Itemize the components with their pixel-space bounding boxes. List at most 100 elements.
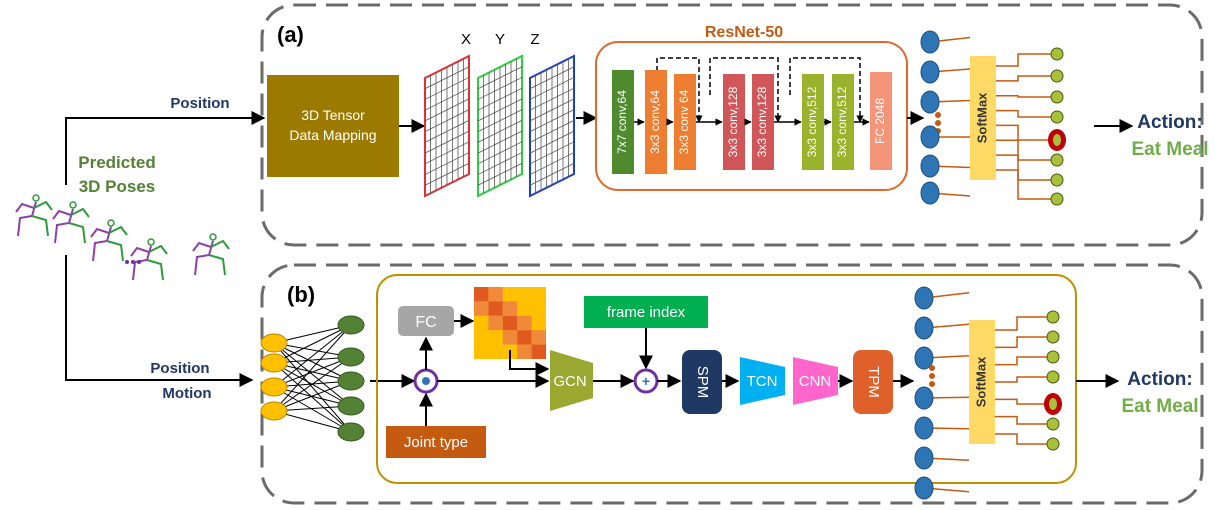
matrix-offdiag-cell bbox=[502, 301, 518, 316]
class-output-node bbox=[1046, 417, 1060, 431]
mlp-edge bbox=[273, 410, 352, 433]
resnet-layer-label-2: 3x3 conv,64 bbox=[648, 90, 662, 154]
softmax-block bbox=[970, 56, 996, 180]
pose-arm bbox=[33, 200, 53, 211]
classifier-hidden-node bbox=[914, 476, 934, 500]
grid-x-hline bbox=[424, 152, 470, 175]
panel-a-action-label: Action: bbox=[1137, 112, 1202, 133]
mlp-edge bbox=[273, 362, 352, 433]
classifier-ellipsis-dot bbox=[929, 381, 935, 387]
panel-a-input-label: Position bbox=[170, 95, 229, 112]
predicted-class-core bbox=[1053, 134, 1061, 146]
skip-connection-2 bbox=[709, 57, 782, 123]
classifier-out-edge bbox=[996, 124, 1057, 141]
classifier-out-edge bbox=[995, 376, 1053, 383]
axis-z-label: Z bbox=[530, 31, 539, 48]
pose-limb bbox=[92, 226, 112, 262]
frame-index-box bbox=[584, 296, 708, 328]
pose-limb bbox=[208, 254, 226, 276]
classifier-out-edge bbox=[995, 433, 1053, 445]
class-output-node bbox=[1046, 350, 1060, 364]
resnet-layer-label-8: FC 2048 bbox=[873, 98, 887, 144]
resnet-layer-8 bbox=[870, 72, 892, 170]
pose-head bbox=[107, 219, 115, 227]
classifier-out-edge bbox=[996, 94, 1057, 98]
pose-limb bbox=[54, 208, 74, 244]
class-output-node bbox=[1050, 69, 1064, 83]
classifier-hidden-node bbox=[914, 446, 934, 470]
pose-limb bbox=[68, 222, 86, 244]
tensor-mapping-box bbox=[267, 75, 399, 177]
panel-b-action-value: Eat Meal bbox=[1121, 396, 1198, 417]
spm-block bbox=[682, 350, 722, 414]
class-output-node bbox=[1050, 110, 1064, 124]
pose-limb bbox=[106, 240, 124, 262]
grid-z-hline bbox=[529, 66, 575, 90]
mlp-input-node bbox=[260, 377, 288, 397]
pose-arm bbox=[70, 207, 90, 218]
pose-ellipsis-dot bbox=[125, 260, 129, 264]
resnet-title: ResNet-50 bbox=[705, 24, 783, 41]
pose-arm bbox=[210, 239, 230, 250]
pose-limb bbox=[194, 240, 214, 276]
classifier-ellipsis-dot bbox=[929, 365, 935, 371]
panel-b-input-label-1: Position bbox=[150, 360, 209, 377]
matrix-diagonal-cell bbox=[474, 287, 489, 302]
grid-x-hline bbox=[424, 98, 470, 122]
mlp-hidden-node bbox=[337, 371, 365, 391]
tensor-grid-x bbox=[424, 54, 470, 198]
pose-limb bbox=[132, 245, 152, 281]
classifier-hidden-node bbox=[920, 125, 940, 149]
axis-y-label: Y bbox=[495, 31, 505, 48]
panel-a-action-value: Eat Meal bbox=[1131, 139, 1208, 160]
frame-add-symbol: + bbox=[642, 373, 650, 389]
classifier-hidden-node bbox=[914, 416, 934, 440]
pose-arm bbox=[108, 225, 128, 236]
matrix-diagonal-cell bbox=[488, 301, 503, 316]
resnet-layer-5 bbox=[752, 74, 774, 170]
mlp-edge bbox=[273, 342, 352, 407]
classifier-hidden-node bbox=[914, 286, 934, 310]
panel-b-inner-box bbox=[376, 274, 1077, 484]
mlp-edge bbox=[273, 324, 352, 412]
tensor-mapping-line2: Data Mapping bbox=[289, 127, 376, 143]
pose-arm bbox=[130, 246, 150, 257]
class-output-node bbox=[1046, 370, 1060, 384]
classifier-out-edge bbox=[996, 109, 1057, 118]
classifier-out-edge bbox=[996, 169, 1057, 200]
matrix-offdiag-cell bbox=[488, 315, 503, 331]
pose-arm bbox=[52, 209, 72, 220]
resnet-layer-label-6: 3x3 conv,512 bbox=[805, 86, 819, 157]
classifier-b: SoftMax bbox=[914, 286, 1062, 500]
classifier-hidden-node bbox=[914, 316, 934, 340]
pose-head bbox=[209, 233, 217, 241]
mlp-edge bbox=[273, 356, 352, 388]
classifier-out-edge bbox=[995, 316, 1053, 331]
classifier-out-edge bbox=[996, 154, 1057, 181]
classifier-out-edge bbox=[995, 415, 1053, 425]
classifier-out-edge bbox=[996, 53, 1057, 67]
pose-limb bbox=[31, 215, 49, 237]
softmax-label: SoftMax bbox=[974, 92, 989, 143]
pose-arm bbox=[90, 227, 110, 238]
panel-b-input-line bbox=[65, 255, 254, 387]
classifier-a: SoftMax bbox=[920, 30, 1066, 206]
grid-x-hline bbox=[424, 66, 470, 90]
mlp-hidden-node bbox=[337, 315, 365, 335]
joint-type-box bbox=[386, 426, 486, 458]
predicted-poses bbox=[15, 194, 230, 281]
gcn-label: GCN bbox=[553, 373, 586, 390]
class-output-node bbox=[1050, 192, 1064, 206]
pose-arm bbox=[192, 241, 212, 252]
resnet-layer-label-1: 7x7 conv,64 bbox=[615, 90, 629, 154]
grid-y-hline bbox=[477, 77, 523, 100]
cnn-block bbox=[793, 357, 838, 405]
grid-z-hline bbox=[529, 87, 575, 111]
panel-b-action-label: Action: bbox=[1127, 369, 1192, 390]
matrix-offdiag-cell bbox=[502, 330, 518, 345]
grid-x-hline bbox=[424, 120, 470, 143]
mlp-edge bbox=[273, 324, 352, 364]
skip-connection-3 bbox=[789, 57, 864, 123]
pose-ellipsis-dot bbox=[131, 260, 135, 264]
